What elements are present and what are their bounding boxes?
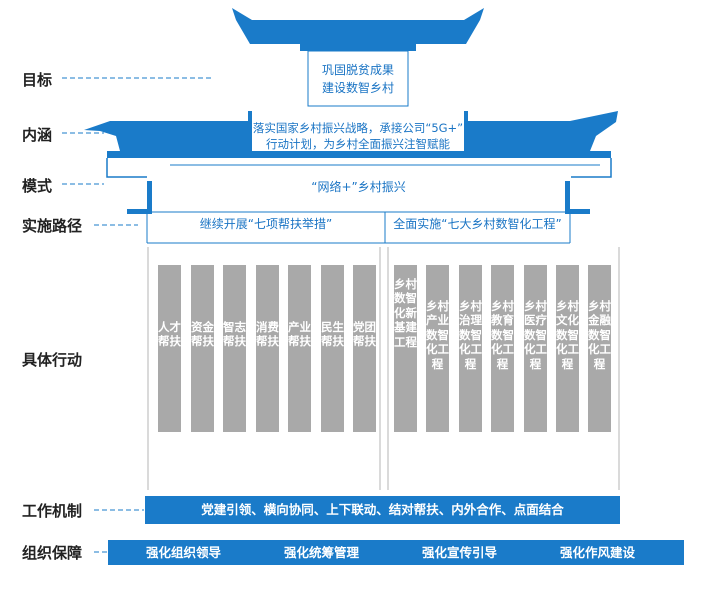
action-left-2: 资金帮扶 bbox=[191, 265, 214, 432]
connotation-line-1: 落实国家乡村振兴战略，承接公司“5G+” bbox=[252, 121, 464, 135]
action-left-2-text: 资金帮扶 bbox=[191, 320, 214, 349]
left-side-bar bbox=[127, 181, 152, 214]
action-right-7: 乡村金融数智化工程 bbox=[588, 265, 611, 432]
action-right-5-text: 乡村医疗数智化工程 bbox=[524, 299, 547, 371]
mode-text: “网络+”乡村振兴 bbox=[311, 180, 406, 194]
action-left-3: 智志帮扶 bbox=[223, 265, 246, 432]
action-right-2: 乡村产业数智化工程 bbox=[426, 265, 449, 432]
action-right-3: 乡村治理数智化工程 bbox=[459, 265, 482, 432]
mechanism-text: 党建引领、横向协同、上下联动、结对帮扶、内外合作、点面结合 bbox=[201, 502, 564, 517]
action-left-6-text: 民生帮扶 bbox=[321, 320, 344, 349]
action-left-6: 民生帮扶 bbox=[321, 265, 344, 432]
action-left-5-text: 产业帮扶 bbox=[288, 320, 311, 349]
goal-line-2: 建设数智乡村 bbox=[321, 81, 394, 95]
mechanism-band: 党建引领、横向协同、上下联动、结对帮扶、内外合作、点面结合 bbox=[145, 496, 620, 524]
label-mode: 模式 bbox=[22, 177, 53, 195]
guarantee-item-4: 强化作风建设 bbox=[560, 545, 636, 560]
action-right-6-text: 乡村文化数智化工程 bbox=[556, 299, 579, 371]
right-side-bar bbox=[565, 181, 590, 214]
action-left-3-text: 智志帮扶 bbox=[223, 320, 246, 349]
label-actions: 具体行动 bbox=[22, 351, 83, 369]
guarantee-band: 强化组织领导 强化统筹管理 强化宣传引导 强化作风建设 bbox=[108, 540, 684, 565]
label-path: 实施路径 bbox=[22, 217, 83, 235]
top-roof bbox=[232, 8, 484, 44]
connotation-line-2: 行动计划，为乡村全面振兴注智赋能 bbox=[266, 137, 450, 151]
action-right-4: 乡村教育数智化工程 bbox=[491, 265, 514, 432]
action-right-5: 乡村医疗数智化工程 bbox=[524, 265, 547, 432]
action-right-3-text: 乡村治理数智化工程 bbox=[459, 299, 482, 371]
label-mechanism: 工作机制 bbox=[22, 502, 83, 520]
guarantee-item-3: 强化宣传引导 bbox=[422, 545, 498, 560]
action-left-1: 人才帮扶 bbox=[158, 265, 181, 432]
action-right-2-text: 乡村产业数智化工程 bbox=[426, 299, 449, 371]
guarantee-item-1: 强化组织领导 bbox=[146, 545, 222, 560]
action-right-1-text: 乡村数智化新基建工程 bbox=[394, 277, 417, 349]
action-left-4: 消费帮扶 bbox=[256, 265, 279, 432]
path-left: 继续开展“七项帮扶举措” bbox=[199, 217, 333, 231]
action-right-6: 乡村文化数智化工程 bbox=[556, 265, 579, 432]
label-goal: 目标 bbox=[22, 71, 53, 89]
action-left-1-text: 人才帮扶 bbox=[158, 320, 181, 349]
label-connotation: 内涵 bbox=[22, 126, 53, 144]
goal-line-1: 巩固脱贫成果 bbox=[321, 63, 394, 77]
action-left-7: 党团帮扶 bbox=[353, 265, 376, 432]
action-left-4-text: 消费帮扶 bbox=[256, 320, 279, 349]
action-left-7-text: 党团帮扶 bbox=[353, 320, 376, 349]
action-right-1: 乡村数智化新基建工程 bbox=[394, 265, 417, 432]
action-right-4-text: 乡村教育数智化工程 bbox=[491, 299, 514, 371]
action-left-5: 产业帮扶 bbox=[288, 265, 311, 432]
guarantee-item-2: 强化统筹管理 bbox=[284, 545, 360, 560]
action-right-7-text: 乡村金融数智化工程 bbox=[588, 299, 611, 371]
path-right: 全面实施“七大乡村数智化工程” bbox=[393, 217, 562, 231]
label-guarantee: 组织保障 bbox=[22, 544, 83, 562]
